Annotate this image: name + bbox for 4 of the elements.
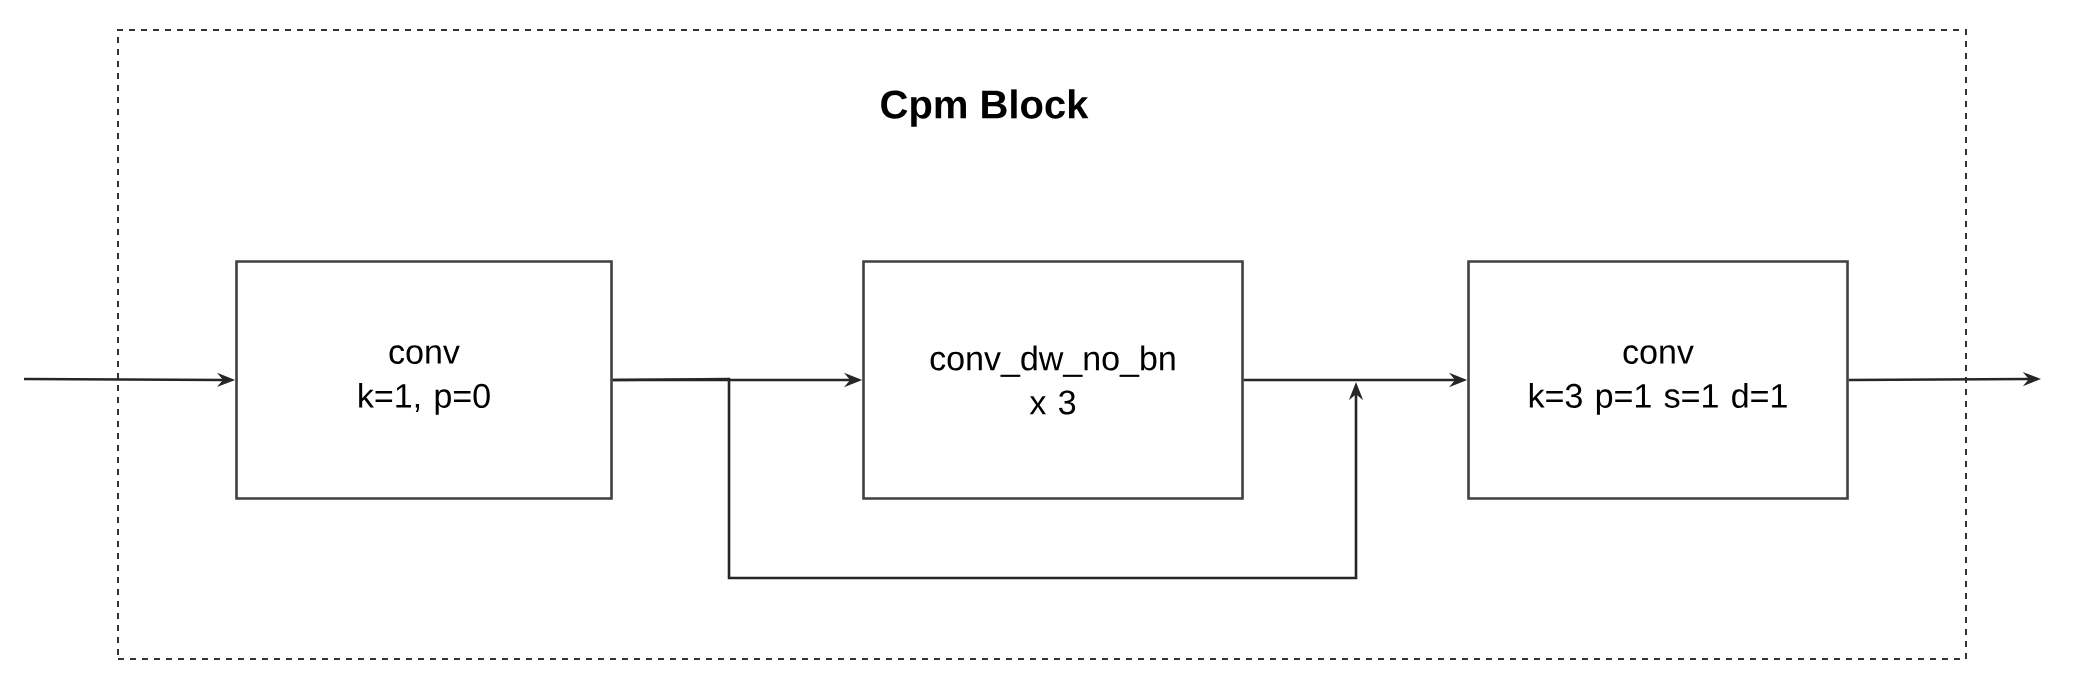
process-box: conv k=1, p=0 [235,260,613,500]
process-box: conv k=3 p=1 s=1 d=1 [1467,260,1849,500]
block-title: Cpm Block [881,89,1089,127]
process-box: conv_dw_no_bn x 3 [862,260,1244,500]
